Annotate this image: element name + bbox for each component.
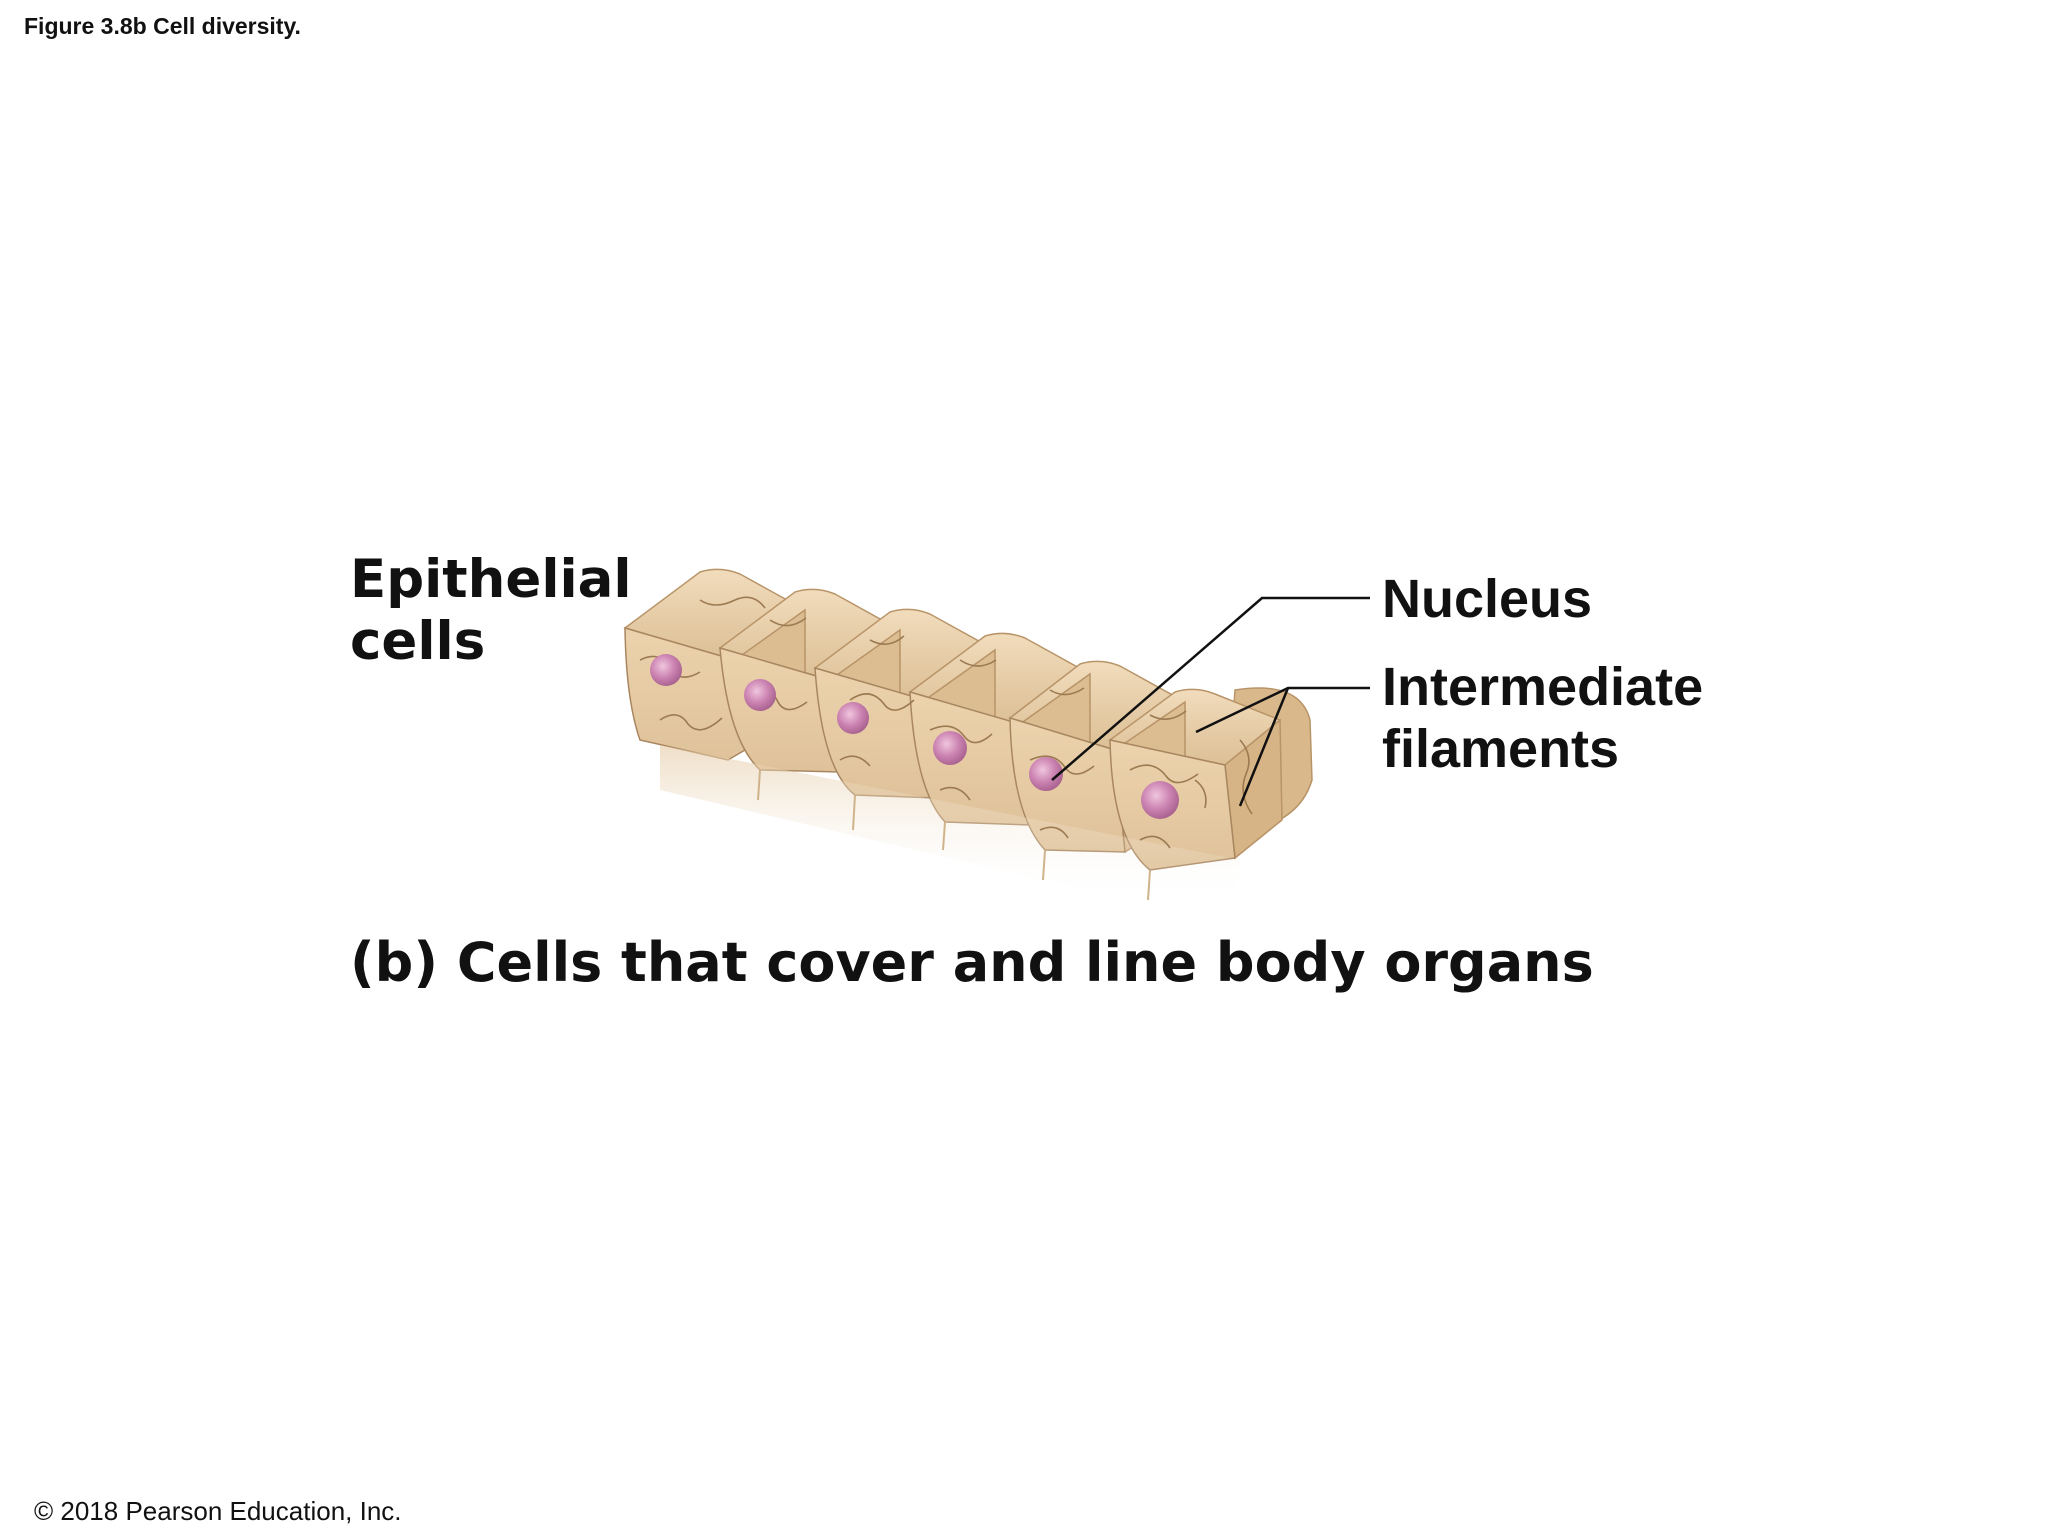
nucleus-5 <box>1029 757 1063 791</box>
nucleus-leader-line <box>1051 596 1370 781</box>
intermediate-filaments-label: Intermediate filaments <box>1382 656 1703 780</box>
nucleus-2 <box>744 679 776 711</box>
copyright-notice: © 2018 Pearson Education, Inc. <box>34 1496 402 1526</box>
nucleus-1 <box>650 654 682 686</box>
nucleus-3 <box>837 702 869 734</box>
intermediate-filaments <box>639 596 1253 849</box>
nucleus-6 <box>1141 781 1179 819</box>
figure-title: Figure 3.8b Cell diversity. <box>24 13 301 39</box>
cell-sheet <box>623 568 1313 905</box>
leader-lines <box>1051 596 1370 807</box>
nuclei <box>650 654 1179 819</box>
epithelial-label-line1: Epithelial <box>350 549 632 610</box>
epithelial-cells-label: Epithelial cells <box>350 549 632 673</box>
nucleus-label: Nucleus <box>1382 569 1593 629</box>
cell-base-strokes <box>757 769 1151 901</box>
epithelial-label-line2: cells <box>350 611 486 672</box>
cell-sheet-fade <box>660 745 1240 905</box>
figure-caption: (b) Cells that cover and line body organ… <box>350 931 1594 994</box>
filaments-label-line2: filaments <box>1382 719 1620 779</box>
filaments-label-line1: Intermediate <box>1382 657 1704 717</box>
filaments-leader-line-2 <box>1238 687 1290 807</box>
nucleus-4 <box>933 731 967 765</box>
